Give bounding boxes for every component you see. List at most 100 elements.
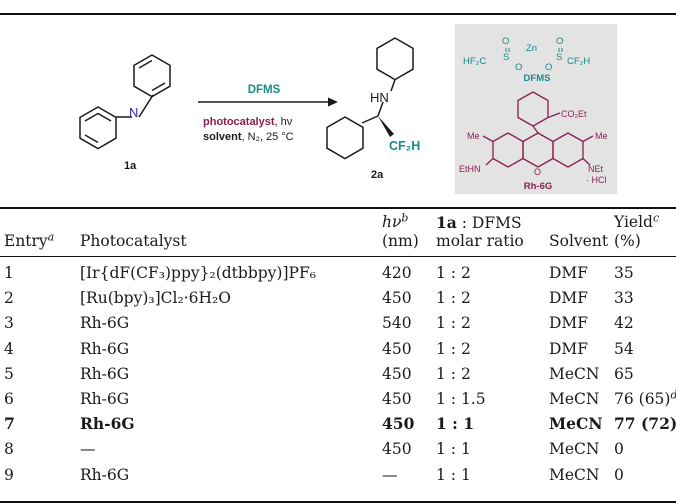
product-cf2h-group: CF₂H (389, 139, 420, 153)
reaction-scheme: N 1a DFMS photocatalyst, hν solvent, N₂,… (79, 24, 617, 194)
header-ratio-line2: molar ratio (436, 232, 524, 250)
cell-yield: 33 (614, 289, 634, 308)
reagent-dfms: DFMS (248, 84, 281, 96)
cell-ratio: 1 : 2 (436, 364, 471, 383)
cell-entry: 3 (4, 314, 14, 333)
cell-yield: 42 (614, 314, 634, 333)
svg-text:EtHN: EtHN (459, 164, 481, 174)
svg-text:· HCl: · HCl (586, 175, 607, 185)
header-yield: Yieldc (614, 211, 660, 231)
conditions-line-2: solvent, N₂, 25 °C (203, 131, 294, 143)
cell-catalyst: Rh-6G (80, 414, 135, 434)
cell-entry: 9 (4, 465, 14, 484)
cell-solvent: DMF (549, 314, 589, 333)
cell-solvent: DMF (549, 289, 589, 308)
svg-text:CF₂H: CF₂H (567, 56, 590, 67)
conditions-line-1: photocatalyst, hν (203, 116, 293, 128)
cell-catalyst: Rh-6G (80, 390, 130, 408)
cell-hv: 450 (382, 289, 412, 308)
cell-catalyst: Rh-6G (80, 465, 130, 484)
cell-ratio: 1 : 2 (436, 314, 471, 333)
cell-yield: 65 (614, 364, 634, 383)
header-solvent: Solvent (549, 232, 609, 250)
cell-ratio: 1 : 2 (436, 289, 471, 308)
cell-solvent: DMF (549, 339, 589, 358)
svg-text:O: O (502, 36, 509, 47)
cell-hv: 450 (382, 440, 412, 459)
product-label: 2a (371, 169, 384, 181)
cell-solvent: DMF (549, 264, 589, 282)
header-ratio: 1a : DFMS (436, 213, 522, 232)
cell-catalyst: [Ru(bpy)₃]Cl₂·6H₂O (80, 289, 231, 308)
cell-solvent: MeCN (549, 414, 603, 434)
svg-text:S: S (556, 52, 562, 63)
header-hv-unit: (nm) (382, 232, 419, 250)
cell-hv: 450 (382, 390, 412, 408)
reactant-structure (79, 54, 171, 150)
cell-yield: 0 (614, 465, 624, 484)
cell-hv: 540 (382, 314, 412, 333)
cell-hv: — (382, 465, 398, 484)
mid-rule (0, 207, 676, 209)
cell-hv: 420 (382, 264, 412, 282)
cell-solvent: MeCN (549, 440, 600, 459)
svg-text:Zn: Zn (526, 43, 537, 54)
cell-ratio: 1 : 1 (436, 414, 475, 434)
svg-text:NEt: NEt (588, 164, 604, 174)
cell-hv: 450 (382, 339, 412, 358)
cell-yield: 77 (72)d (614, 414, 676, 434)
rh6g-labels: CO₂Et Me Me EtHN O NEt · HCl (459, 109, 608, 185)
cell-entry: 2 (4, 289, 14, 308)
reactant-label: 1a (124, 160, 137, 172)
product-structure (326, 37, 414, 160)
dfms-label: DFMS (524, 73, 551, 84)
cell-ratio: 1 : 1.5 (436, 390, 486, 408)
cell-catalyst: Rh-6G (80, 364, 130, 383)
cell-yield: 54 (614, 339, 634, 358)
cell-yield: 35 (614, 264, 634, 282)
cell-entry: 8 (4, 440, 14, 459)
cell-ratio: 1 : 1 (436, 440, 471, 459)
cell-solvent: MeCN (549, 465, 600, 484)
svg-text:HF₂C: HF₂C (463, 56, 486, 67)
cell-entry: 4 (4, 339, 14, 358)
cell-yield: 0 (614, 440, 624, 459)
cell-hv: 450 (382, 364, 412, 383)
cell-catalyst: Rh-6G (80, 314, 130, 333)
bottom-rule (0, 501, 676, 503)
svg-text:O: O (534, 167, 541, 177)
cell-solvent: MeCN (549, 364, 600, 383)
dfms-structure: HF₂C S O O Zn O S O CF₂H (463, 36, 590, 73)
rh6g-label: Rh-6G (524, 181, 553, 192)
svg-text:Me: Me (467, 131, 480, 141)
svg-text:O: O (545, 62, 552, 73)
header-photocatalyst: Photocatalyst (80, 232, 187, 250)
svg-text:O: O (515, 62, 522, 73)
cell-entry: 7 (4, 414, 15, 434)
header-entry: Entrya (4, 230, 55, 250)
reactant-n-atom: N (129, 105, 138, 120)
rh6g-structure (482, 91, 594, 168)
dfms-bonds (505, 48, 563, 52)
svg-text:Me: Me (595, 131, 608, 141)
cell-catalyst: — (80, 440, 96, 459)
cell-entry: 1 (4, 264, 14, 282)
cell-entry: 5 (4, 364, 14, 383)
cell-entry: 6 (4, 390, 14, 408)
svg-text:O: O (556, 36, 563, 47)
cell-ratio: 1 : 2 (436, 339, 471, 358)
cell-ratio: 1 : 2 (436, 264, 471, 282)
header-yield-unit: (%) (614, 232, 641, 250)
cell-catalyst: Rh-6G (80, 339, 130, 358)
cell-hv: 450 (382, 414, 415, 434)
cell-solvent: MeCN (549, 390, 600, 408)
header-hv: hνb (382, 211, 409, 231)
header-rule (0, 256, 676, 257)
cell-yield: 76 (65)d (614, 390, 676, 408)
svg-text:S: S (503, 52, 509, 63)
cell-catalyst: [Ir{dF(CF₃)ppy}₂(dtbbpy)]PF₆ (80, 264, 316, 282)
product-hn-atom: HN (370, 90, 389, 105)
svg-text:CO₂Et: CO₂Et (561, 109, 587, 119)
top-rule (0, 13, 676, 15)
cell-ratio: 1 : 1 (436, 465, 471, 484)
